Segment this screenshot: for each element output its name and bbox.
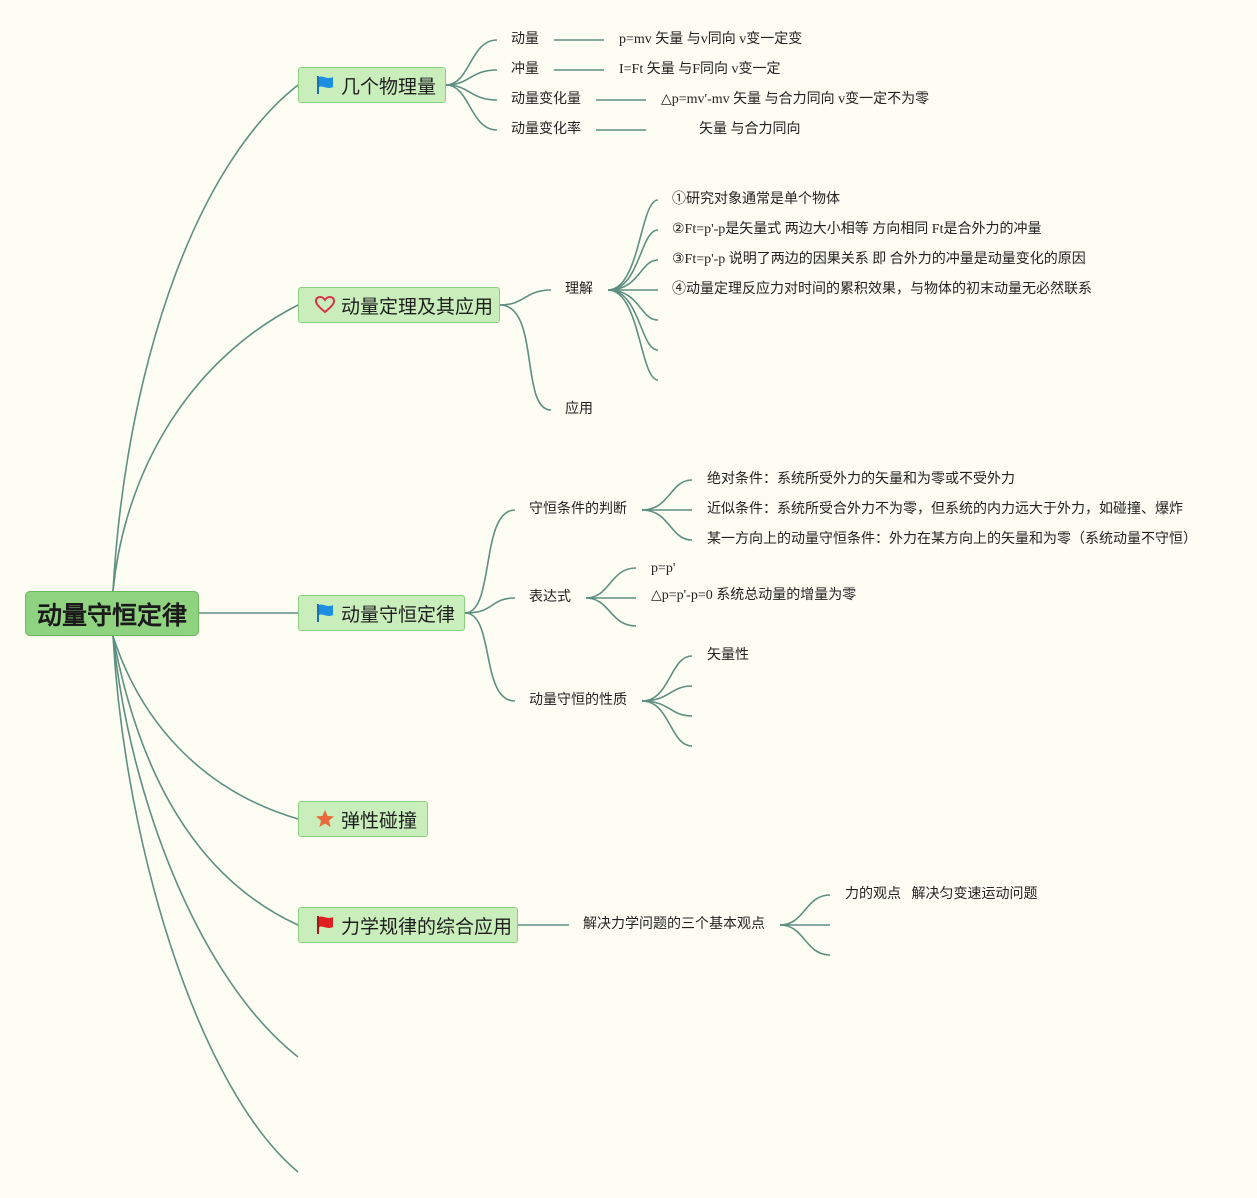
topic-label: 弹性碰撞 — [341, 809, 418, 832]
conservation-expr-item[interactable]: △p=p'-p=0 系统总动量的增量为零 — [651, 588, 857, 603]
quantity-desc[interactable]: p=mv 矢量 与v同向 v变一定变 — [619, 32, 803, 47]
quantity-desc[interactable]: 矢量 与合力同向 — [699, 122, 801, 137]
conservation-expr[interactable]: 表达式 — [529, 590, 571, 605]
red-flag-icon — [317, 916, 333, 934]
topic-label: 力学规律的综合应用 — [341, 915, 513, 938]
theorem-point[interactable]: ③Ft=p'-p 说明了两边的因果关系 即 合外力的冲量是动量变化的原因 — [672, 252, 1086, 267]
conservation-condition[interactable]: 某一方向上的动量守恒条件：外力在某方向上的矢量和为零（系统动量不守恒） — [707, 532, 1197, 547]
root-node[interactable]: 动量守恒定律 — [25, 591, 199, 636]
conservation-condition[interactable]: 近似条件：系统所受合外力不为零，但系统的内力远大于外力，如碰撞、爆炸 — [707, 502, 1183, 517]
star-icon — [316, 810, 334, 827]
conservation-judge[interactable]: 守恒条件的判断 — [529, 502, 627, 517]
topic-physical-quantities[interactable]: 几个物理量 — [298, 67, 446, 103]
quantity-name[interactable]: 动量 — [511, 32, 539, 47]
theorem-point[interactable]: ②Ft=p'-p是矢量式 两边大小相等 方向相同 Ft是合外力的冲量 — [672, 222, 1042, 237]
conservation-condition[interactable]: 绝对条件：系统所受外力的矢量和为零或不受外力 — [707, 472, 1015, 487]
topic-elastic-collision[interactable]: 弹性碰撞 — [298, 801, 428, 837]
topic-label: 动量定理及其应用 — [341, 295, 494, 318]
theorem-point[interactable]: ④动量定理反应力对时间的累积效果，与物体的初末动量无必然联系 — [672, 282, 1092, 297]
blue-flag-icon — [317, 76, 333, 94]
quantity-name[interactable]: 动量变化量 — [511, 92, 581, 107]
conservation-props[interactable]: 动量守恒的性质 — [529, 693, 627, 708]
blue-flag-icon — [317, 604, 333, 622]
heart-icon — [315, 295, 335, 314]
theorem-understand[interactable]: 理解 — [565, 282, 593, 297]
quantity-desc[interactable]: △p=mv'-mv 矢量 与合力同向 v变一定不为零 — [661, 92, 930, 107]
quantity-name[interactable]: 冲量 — [511, 62, 539, 77]
quantity-name[interactable]: 动量变化率 — [511, 122, 581, 137]
mechanics-views[interactable]: 解决力学问题的三个基本观点 — [583, 917, 765, 932]
topic-momentum-conservation[interactable]: 动量守恒定律 — [298, 595, 465, 631]
quantity-desc[interactable]: I=Ft 矢量 与F同向 v变一定 — [619, 62, 781, 77]
root-label: 动量守恒定律 — [36, 600, 187, 630]
theorem-point[interactable]: ①研究对象通常是单个物体 — [672, 192, 840, 207]
topic-label: 动量守恒定律 — [341, 603, 456, 626]
topic-label: 几个物理量 — [341, 75, 437, 98]
theorem-apply[interactable]: 应用 — [565, 402, 593, 417]
conservation-expr-item[interactable]: p=p' — [651, 561, 676, 576]
topic-momentum-theorem[interactable]: 动量定理及其应用 — [298, 287, 500, 323]
mechanics-view-item[interactable]: 力的观点 解决匀变速运动问题 — [845, 887, 1038, 902]
conservation-prop-item[interactable]: 矢量性 — [707, 648, 749, 663]
topic-mechanics-application[interactable]: 力学规律的综合应用 — [298, 907, 518, 943]
